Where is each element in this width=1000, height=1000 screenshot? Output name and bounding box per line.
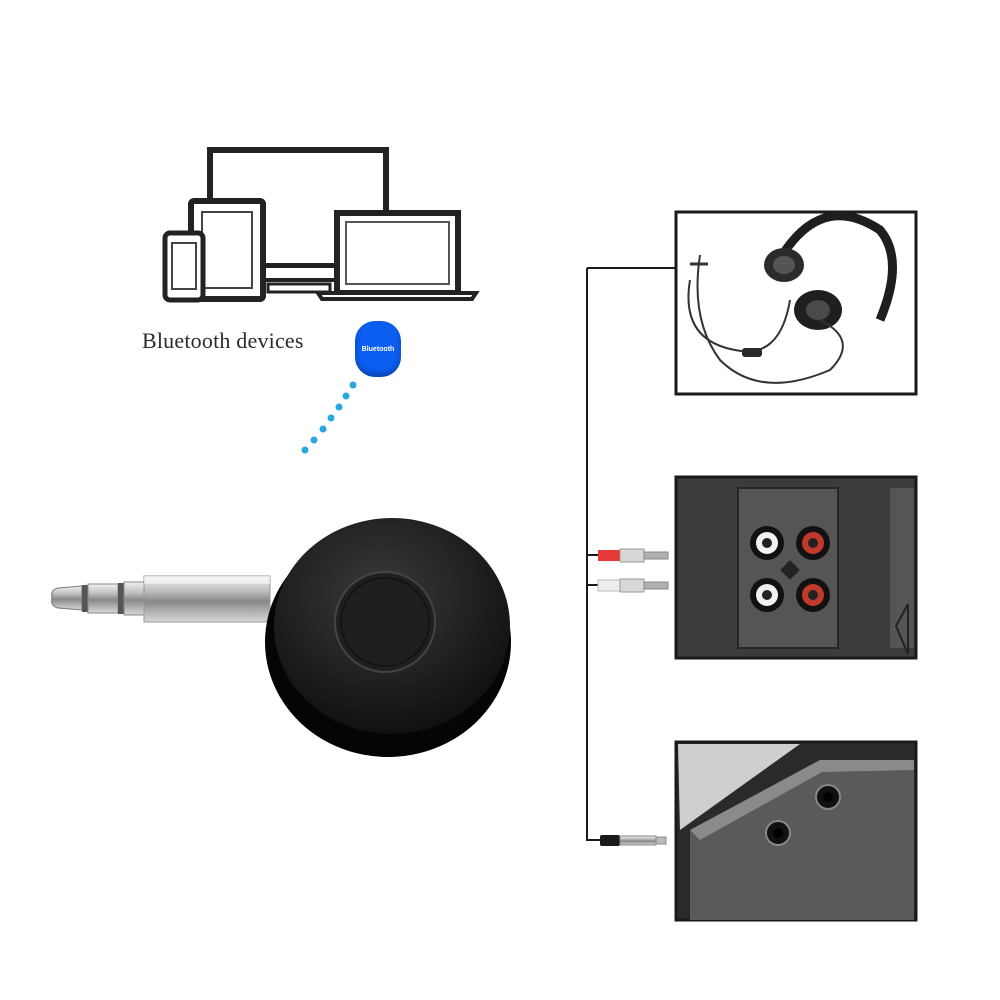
headphone-jack-port: [765, 820, 791, 846]
rca-connector-white: [597, 578, 669, 593]
power-button: [334, 571, 436, 673]
rca-socket-red-bottom: [796, 578, 830, 612]
microphone-jack-port: [815, 784, 841, 810]
rca-socket-red-top: [796, 526, 830, 560]
bluetooth-devices-label: Bluetooth devices: [142, 328, 304, 353]
bluetooth-badge: Bluetooth: [355, 321, 401, 377]
laptop-icon: [314, 210, 480, 301]
headphones-panel: [674, 210, 918, 396]
aux-plug: [600, 835, 667, 846]
rca-socket-white-bottom: [750, 578, 784, 612]
headphones-icon: [687, 211, 897, 384]
bluetooth-receiver-device: [51, 518, 511, 757]
rca-audio-panel: [674, 475, 918, 660]
rca-connector-red: [598, 548, 669, 563]
bluetooth-signal-dots: [301, 381, 357, 454]
tablet-icon: [188, 198, 266, 302]
smartphone-icon: [162, 230, 206, 303]
rca-socket-white-top: [750, 526, 784, 560]
laptop-ports-panel: [674, 740, 918, 922]
audio-jack-plug: [51, 575, 271, 623]
